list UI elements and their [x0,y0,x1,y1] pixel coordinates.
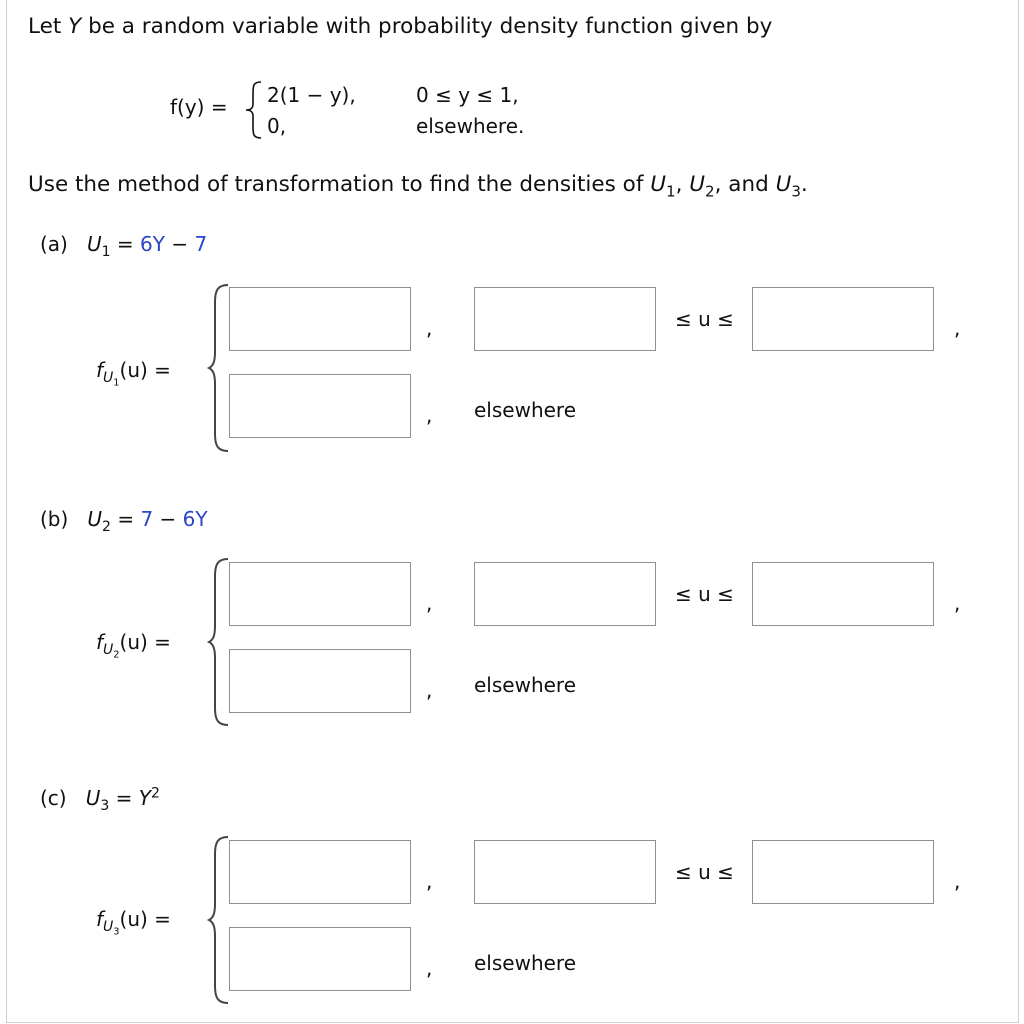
part-a-elsewhere-label: elsewhere [474,398,577,422]
part-b-comma-1: , [426,591,433,615]
pdf-lhs: f(y) = [170,95,228,119]
part-b-label-line: (b) U2 = 7 − 6Y [40,507,208,535]
part-c-upper-bound-input[interactable] [752,840,934,904]
part-c-density-expr-input[interactable] [229,840,411,904]
part-b-elsewhere-label: elsewhere [474,673,577,697]
part-a-comma-1: , [426,316,433,340]
part-a-label-line: (a) U1 = 6Y − 7 [40,232,208,260]
part-c-comma-3: , [426,956,433,980]
pdf-brace-icon [245,81,262,139]
part-a-elsewhere-value-input[interactable] [229,374,411,438]
pdf-case2-cond: elsewhere. [416,114,525,138]
part-a-comma-2: , [954,316,961,340]
part-b-comma-3: , [426,678,433,702]
instruction-text: Use the method of transformation to find… [28,172,808,201]
part-c-comma-1: , [426,869,433,893]
pdf-case1-expr: 2(1 − y), [267,83,356,107]
part-b-comma-2: , [954,591,961,615]
part-b-lower-bound-input[interactable] [474,562,656,626]
part-c-range-label: ≤ u ≤ [675,860,734,884]
part-b-f-lhs: fU2(u) = [96,630,171,661]
part-a-upper-bound-input[interactable] [752,287,934,351]
part-a-brace-icon [206,284,229,452]
part-b-upper-bound-input[interactable] [752,562,934,626]
part-c-label-line: (c) U3 = Y2 [40,785,160,814]
part-c-f-lhs: fU3(u) = [96,907,171,938]
pdf-case2-expr: 0, [267,114,287,138]
part-b-brace-icon [206,558,229,726]
part-a-range-label: ≤ u ≤ [675,307,734,331]
part-c-elsewhere-label: elsewhere [474,951,577,975]
part-b-range-label: ≤ u ≤ [675,582,734,606]
intro-text: Let Y be a random variable with probabil… [28,14,773,39]
part-b-elsewhere-value-input[interactable] [229,649,411,713]
part-a-density-expr-input[interactable] [229,287,411,351]
part-c-lower-bound-input[interactable] [474,840,656,904]
part-a-lower-bound-input[interactable] [474,287,656,351]
pdf-case1-cond: 0 ≤ y ≤ 1, [416,83,519,107]
page-frame [6,0,1019,1023]
part-a-f-lhs: fU1(u) = [96,358,171,389]
part-b-density-expr-input[interactable] [229,562,411,626]
part-c-comma-2: , [954,869,961,893]
part-c-elsewhere-value-input[interactable] [229,927,411,991]
part-a-comma-3: , [426,403,433,427]
part-c-brace-icon [206,836,229,1004]
